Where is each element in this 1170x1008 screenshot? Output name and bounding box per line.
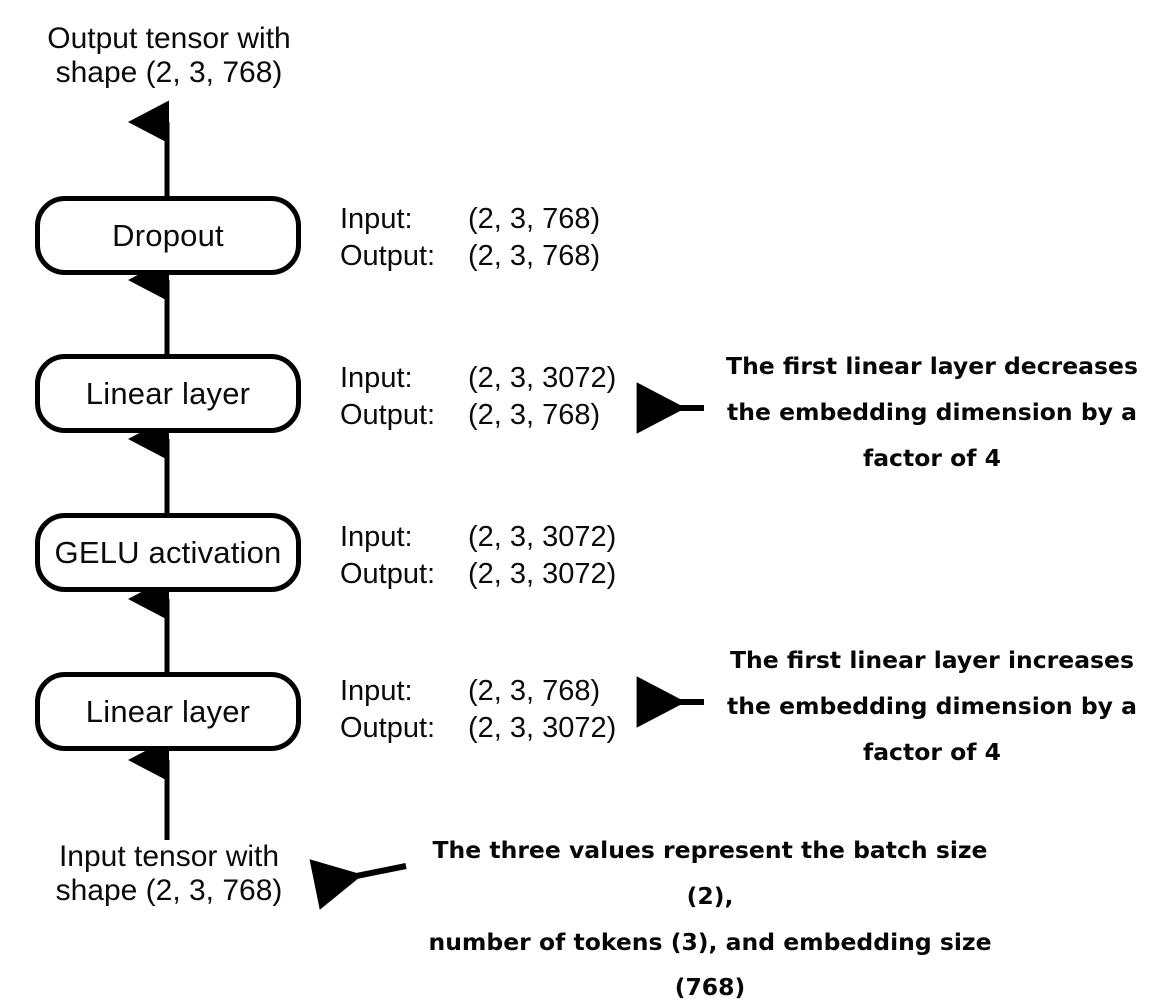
io-row-output: Output: (2, 3, 768) [340, 397, 616, 434]
note-increase: The first linear layer increases the emb… [722, 638, 1142, 775]
arrow-note-shape-meaning [309, 859, 407, 910]
io-input-key: Input: [340, 203, 413, 235]
io-row-input: Input: (2, 3, 3072) [340, 519, 616, 556]
note-shape-meaning-line2: number of tokens (3), and embedding size [428, 927, 992, 956]
node-linear-layer-1-label: Linear layer [85, 694, 251, 729]
io-block-linear-layer-1: Input: (2, 3, 768) Output: (2, 3, 3072) [340, 673, 616, 747]
io-output-key: Output: [340, 240, 436, 273]
note-increase-line3: factor of 4 [862, 737, 1002, 766]
node-linear-layer-2[interactable]: Linear layer [35, 354, 301, 433]
note-increase-line2: the embedding dimension by a [726, 691, 1137, 720]
io-block-linear-layer-2: Input: (2, 3, 3072) Output: (2, 3, 768) [340, 360, 616, 434]
note-decrease: The first linear layer decreases the emb… [722, 344, 1142, 481]
note-decrease-line3: factor of 4 [862, 443, 1002, 472]
io-row-output: Output: (2, 3, 3072) [340, 556, 616, 593]
note-shape-meaning: The three values represent the batch siz… [410, 828, 1010, 1008]
io-output-key: Output: [340, 399, 436, 432]
io-input-value: (2, 3, 3072) [468, 521, 617, 553]
io-input-key: Input: [340, 521, 413, 553]
note-shape-meaning-line1: The three values represent the batch siz… [432, 836, 988, 910]
output-tensor-caption-line2: shape (2, 3, 768) [55, 55, 283, 89]
node-gelu-activation[interactable]: GELU activation [35, 513, 301, 592]
io-block-gelu-activation: Input: (2, 3, 3072) Output: (2, 3, 3072) [340, 519, 616, 593]
io-input-key: Input: [340, 362, 413, 394]
io-input-value: (2, 3, 768) [468, 675, 601, 707]
input-tensor-caption-line2: shape (2, 3, 768) [55, 873, 283, 907]
io-row-input: Input: (2, 3, 3072) [340, 360, 616, 397]
node-dropout[interactable]: Dropout [35, 196, 301, 275]
note-shape-meaning-line3: (768) [674, 973, 746, 1002]
io-output-value: (2, 3, 768) [468, 399, 601, 432]
note-decrease-line1: The first linear layer decreases [726, 352, 1138, 380]
node-linear-layer-1[interactable]: Linear layer [35, 672, 301, 751]
io-input-value: (2, 3, 3072) [468, 362, 617, 394]
node-gelu-activation-label: GELU activation [54, 535, 282, 570]
io-input-value: (2, 3, 768) [468, 203, 601, 235]
node-dropout-label: Dropout [112, 218, 224, 253]
io-output-key: Output: [340, 558, 436, 591]
note-increase-line1: The first linear layer increases [730, 646, 1134, 674]
output-tensor-caption: Output tensor with shape (2, 3, 768) [24, 22, 314, 89]
io-output-value: (2, 3, 768) [468, 240, 601, 273]
input-tensor-caption-line1: Input tensor with [58, 840, 280, 873]
note-decrease-line2: the embedding dimension by a [726, 397, 1137, 426]
input-tensor-caption: Input tensor with shape (2, 3, 768) [24, 840, 314, 907]
io-block-dropout: Input: (2, 3, 768) Output: (2, 3, 768) [340, 201, 600, 275]
output-tensor-caption-line1: Output tensor with [47, 22, 291, 55]
node-linear-layer-2-label: Linear layer [85, 376, 251, 411]
io-row-output: Output: (2, 3, 3072) [340, 710, 616, 747]
io-output-value: (2, 3, 3072) [468, 558, 617, 591]
io-row-output: Output: (2, 3, 768) [340, 238, 600, 275]
io-output-value: (2, 3, 3072) [468, 712, 617, 745]
io-input-key: Input: [340, 675, 413, 707]
io-row-input: Input: (2, 3, 768) [340, 673, 616, 710]
io-row-input: Input: (2, 3, 768) [340, 201, 600, 238]
io-output-key: Output: [340, 712, 436, 745]
